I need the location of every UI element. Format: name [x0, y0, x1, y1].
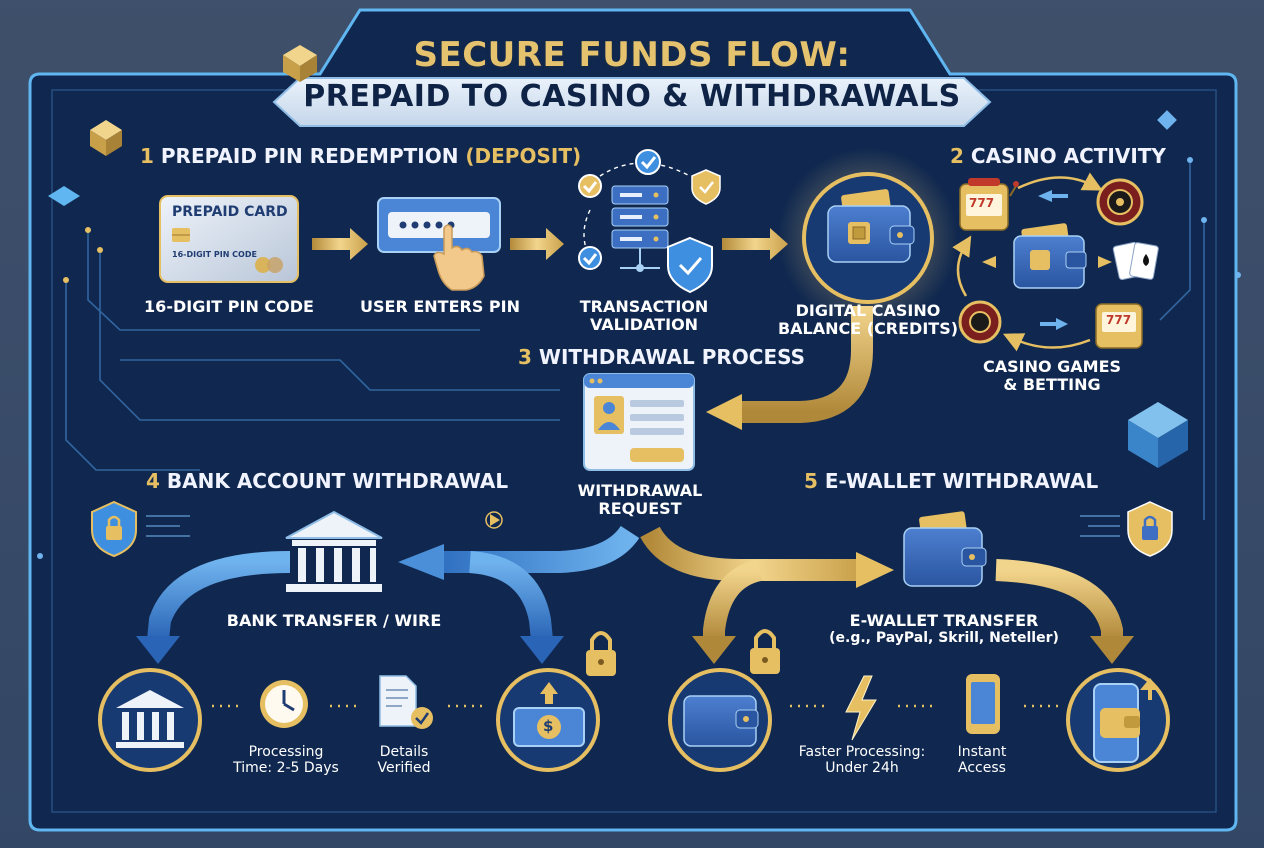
- label-line: Under 24h: [825, 760, 899, 777]
- dollar-sign: $: [543, 717, 554, 735]
- bank-icon: [116, 690, 184, 748]
- check-icon: [578, 174, 602, 198]
- wallet-icon: [903, 511, 987, 587]
- wallet-icon: [1013, 223, 1087, 289]
- roulette-icon: [958, 300, 1002, 344]
- bank-icon: [285, 510, 383, 592]
- mobile-wallet-icon: [1093, 678, 1160, 763]
- check-icon: [635, 149, 661, 175]
- label-line: Verified: [377, 760, 431, 777]
- label-line: Details: [379, 744, 429, 760]
- step-title: WITHDRAWAL PROCESS: [538, 345, 806, 369]
- step-4-heading: 4 BANK ACCOUNT WITHDRAWAL: [146, 470, 508, 493]
- shield-lock-icon: [1127, 501, 1173, 557]
- wallet-icon: [683, 695, 759, 747]
- document-check-icon: [379, 675, 433, 729]
- bank-transfer-label: BANK TRANSFER / WIRE: [226, 611, 442, 630]
- prepaid-card-icon: [159, 195, 299, 283]
- shield-check-icon: [667, 236, 713, 294]
- pin-code-label: 16-DIGIT PIN CODE: [144, 297, 314, 316]
- slot-reels-text: 777: [969, 196, 995, 210]
- instant-access-label: Instant Access: [958, 744, 1007, 776]
- money-icon: [513, 682, 585, 747]
- clock-icon: [260, 680, 308, 728]
- step-number: 1: [140, 144, 154, 168]
- step-2-heading: 2 CASINO ACTIVITY: [950, 145, 1166, 168]
- step-1-heading: 1 PREPAID PIN REDEMPTION (DEPOSIT): [140, 145, 581, 168]
- step-title: E-WALLET WITHDRAWAL: [824, 469, 1099, 493]
- server-icon: [583, 162, 691, 272]
- roulette-icon: [1096, 178, 1144, 226]
- gold-cube-icon: [90, 120, 122, 156]
- lightning-icon: [845, 675, 877, 741]
- faster-processing-label: Faster Processing: Under 24h: [799, 744, 925, 776]
- lock-icon: [586, 631, 616, 676]
- withdrawal-request-label: WITHDRAWAL REQUEST: [577, 481, 703, 519]
- label-line: (e.g., PayPal, Skrill, Neteller): [829, 630, 1059, 647]
- user-enters-pin-label: USER ENTERS PIN: [360, 297, 520, 316]
- label-line: WITHDRAWAL: [577, 481, 703, 500]
- shield-check-icon: [691, 169, 721, 205]
- label-line: TRANSACTION: [579, 297, 709, 316]
- ewallet-transfer-label: E-WALLET TRANSFER (e.g., PayPal, Skrill,…: [829, 611, 1059, 647]
- label-line: E-WALLET TRANSFER: [849, 611, 1039, 630]
- label-line: Time: 2-5 Days: [233, 760, 339, 777]
- label-line: BALANCE (CREDITS): [777, 319, 959, 339]
- label-line: & BETTING: [1003, 375, 1101, 395]
- processing-time-label: Processing Time: 2-5 Days: [233, 744, 339, 776]
- check-icon: [578, 246, 602, 270]
- card-subtitle: 16-DIGIT PIN CODE: [172, 250, 257, 259]
- details-verified-label: Details Verified: [377, 744, 430, 776]
- shield-lock-icon: [91, 500, 137, 558]
- casino-games-label: CASINO GAMES & BETTING: [982, 357, 1122, 395]
- step-number: 5: [804, 469, 818, 493]
- playing-cards-icon: [1112, 241, 1159, 281]
- withdrawal-form-icon: [583, 373, 695, 471]
- step-number: 3: [518, 345, 532, 369]
- step-number: 2: [950, 144, 964, 168]
- blue-cube-icon: [1128, 402, 1188, 468]
- label-line: REQUEST: [598, 499, 682, 519]
- label-line: Processing: [248, 744, 324, 760]
- wallet-icon: [827, 189, 915, 263]
- title-line-1: SECURE FUNDS FLOW:: [413, 35, 851, 75]
- slot-reels-text: 777: [1106, 313, 1132, 327]
- casino-balance-label: DIGITAL CASINO BALANCE (CREDITS): [777, 301, 959, 339]
- label-line: Faster Processing:: [798, 744, 926, 760]
- step-subtitle: (DEPOSIT): [465, 144, 582, 168]
- label-line: Access: [958, 760, 1006, 777]
- step-title: PREPAID PIN REDEMPTION: [160, 144, 459, 168]
- step-number: 4: [146, 469, 160, 493]
- label-line: Instant: [957, 744, 1007, 760]
- title-line-2: PREPAID TO CASINO & WITHDRAWALS: [303, 79, 961, 114]
- step-3-heading: 3 WITHDRAWAL PROCESS: [518, 346, 805, 369]
- card-title: PREPAID CARD: [172, 204, 288, 220]
- step-5-heading: 5 E-WALLET WITHDRAWAL: [804, 470, 1098, 493]
- step-title: CASINO ACTIVITY: [970, 144, 1166, 168]
- slot-machine-icon: [1095, 303, 1143, 349]
- step-title: BANK ACCOUNT WITHDRAWAL: [166, 469, 509, 493]
- label-line: DIGITAL CASINO: [795, 301, 941, 320]
- slot-machine-icon: [959, 178, 1019, 231]
- label-line: VALIDATION: [589, 315, 699, 335]
- smartphone-icon: [966, 674, 1000, 734]
- pin-input-icon: [377, 197, 501, 291]
- transaction-validation-label: TRANSACTION VALIDATION: [579, 297, 709, 335]
- lock-icon: [750, 629, 780, 674]
- gold-cube-icon: [283, 45, 317, 82]
- label-line: CASINO GAMES: [982, 357, 1122, 376]
